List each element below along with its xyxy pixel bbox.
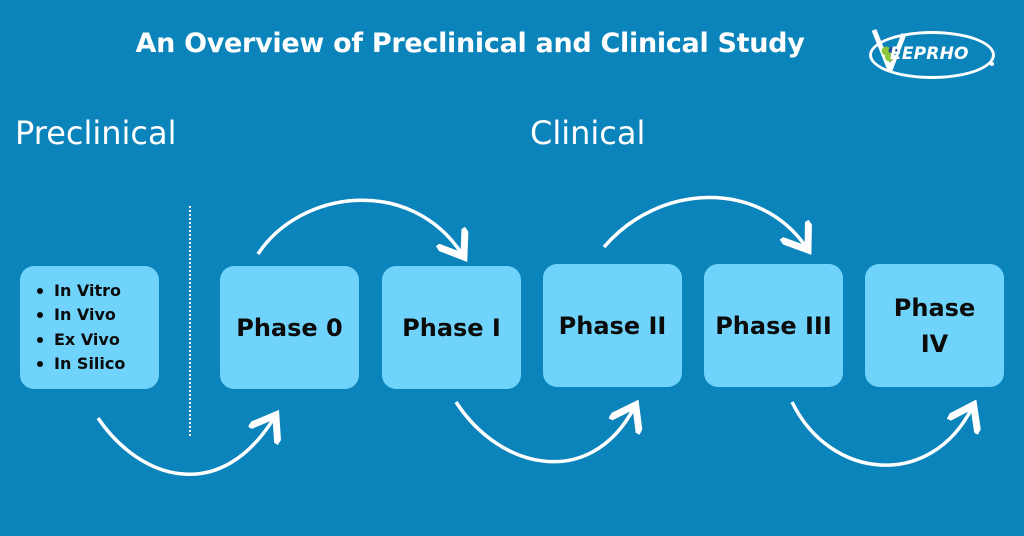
- preclinical-methods-box: In Vitro In Vivo Ex Vivo In Silico: [20, 266, 159, 389]
- arrow-preclinical-to-phase0: [96, 418, 274, 476]
- phase-3-label: Phase III: [715, 311, 832, 340]
- arrow-phase1-to-phase2: [454, 402, 634, 464]
- phase-2-box: Phase II: [543, 264, 682, 387]
- arrow-phase0-to-phase1: [256, 198, 462, 254]
- list-item: In Silico: [37, 352, 159, 377]
- list-item: Ex Vivo: [37, 328, 159, 353]
- arrow-phase3-to-phase4: [790, 402, 972, 467]
- phase-3-box: Phase III: [704, 264, 843, 387]
- list-item: In Vitro: [37, 279, 159, 304]
- list-item: In Vivo: [37, 303, 159, 328]
- phase-2-label: Phase II: [558, 311, 667, 340]
- page-title: An Overview of Preclinical and Clinical …: [135, 28, 805, 59]
- phase-0-box: Phase 0: [220, 266, 359, 389]
- phase-1-box: Phase I: [382, 266, 521, 389]
- phase-4-label: Phase IV: [893, 293, 976, 358]
- brand-logo: EEPRHO: [864, 24, 998, 84]
- preclinical-methods-list: In Vitro In Vivo Ex Vivo In Silico: [20, 279, 159, 377]
- preclinical-heading: Preclinical: [15, 114, 177, 152]
- phase-4-box: Phase IV: [865, 264, 1004, 387]
- logo-text: EEPRHO: [890, 44, 969, 64]
- section-divider: [189, 206, 191, 436]
- arrow-phase2-to-phase3: [602, 195, 806, 247]
- phase-1-label: Phase I: [402, 313, 501, 342]
- clinical-heading: Clinical: [530, 114, 646, 152]
- phase-0-label: Phase 0: [236, 313, 343, 342]
- logo-graphic: [869, 29, 995, 79]
